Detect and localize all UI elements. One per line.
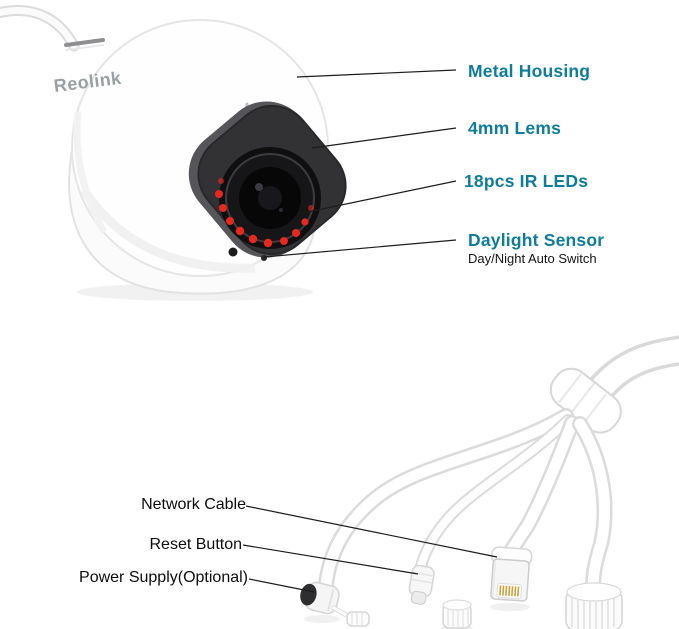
vent-slot [64, 38, 105, 51]
callout-line-ir-leds [297, 180, 457, 215]
label-network-cable: Network Cable [141, 496, 246, 513]
callout-lines [242, 69, 498, 593]
pigtail-cables-photo [300, 335, 679, 629]
network-connector [490, 546, 533, 602]
callout-line-daylight-sensor [263, 239, 457, 258]
callout-line-power-supply [248, 578, 315, 593]
label-power-supply: Power Supply(Optional) [79, 569, 248, 586]
ir-leds [215, 178, 314, 248]
label-reset-button: Reset Button [149, 536, 243, 553]
label-day-night-switch: Day/Night Auto Switch [468, 251, 597, 266]
callout-line-metal-housing [296, 69, 457, 78]
label-metal-housing: Metal Housing [468, 61, 591, 81]
camera-lens [219, 147, 321, 249]
label-daylight-sensor: Daylight Sensor [468, 230, 605, 250]
housing-shading-left [73, 111, 108, 234]
waterproof-cap [565, 582, 623, 629]
callout-line-lens [311, 127, 457, 149]
power-connector [300, 581, 370, 627]
camera-photo [0, 5, 347, 301]
connector-shadows [304, 603, 530, 629]
label-ir-leds: 18pcs IR LEDs [464, 171, 589, 191]
branch-cables [318, 408, 613, 596]
label-lens: 4mm Lems [468, 118, 562, 138]
callout-line-reset-button [242, 544, 419, 575]
callout-line-network-cable [245, 505, 498, 558]
main-cable-trunk [583, 335, 679, 407]
housing-shading [80, 187, 256, 273]
mount-cable [0, 5, 80, 52]
